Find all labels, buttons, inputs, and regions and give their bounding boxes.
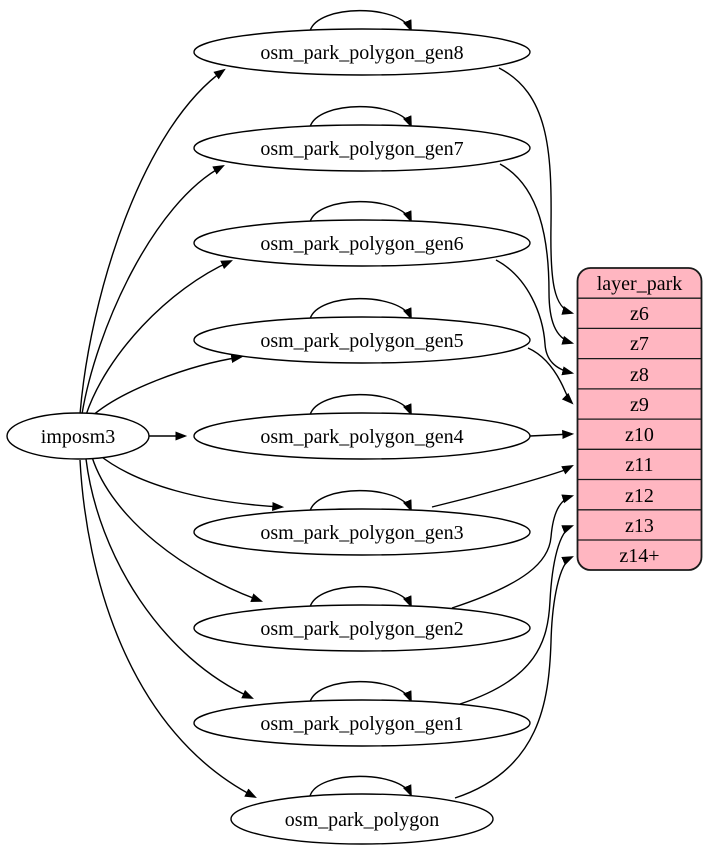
edge-imposm3-to-gen3	[97, 453, 285, 512]
node-gen1-shape	[193, 699, 531, 747]
self-loop-gen5	[309, 297, 412, 320]
self-loop-gen8	[309, 9, 412, 32]
edge-imposm3-to-gen6	[85, 260, 233, 416]
layer-park-table: layer_park z6 z7 z8 z9 z10 z11 z12 z13 z…	[576, 267, 703, 571]
edge-polygon-to-z14	[454, 556, 574, 799]
edge-gen4-to-z10	[529, 429, 575, 440]
edge-gen7-to-z7	[499, 163, 575, 345]
node-osm-park-polygon-gen1: osm_park_polygon_gen1	[193, 699, 531, 747]
table-row-z11: z11	[625, 454, 653, 476]
edge-gen6-to-z8	[495, 259, 575, 376]
node-osm-park-polygon-gen8: osm_park_polygon_gen8	[193, 28, 531, 76]
self-loop-polygon	[309, 775, 412, 797]
node-polygon-label: osm_park_polygon	[285, 809, 439, 831]
edge-imposm3-to-gen5	[90, 353, 244, 418]
node-osm-park-polygon-gen5: osm_park_polygon_gen5	[193, 316, 531, 364]
node-gen4-label: osm_park_polygon_gen4	[260, 426, 463, 448]
node-gen2-label: osm_park_polygon_gen2	[260, 618, 463, 640]
self-loop-gen2	[309, 585, 412, 608]
node-osm-park-polygon-gen2: osm_park_polygon_gen2	[193, 604, 531, 652]
table-row-z14: z14+	[619, 545, 659, 567]
node-gen6-shape	[193, 219, 531, 267]
table-row-z6: z6	[630, 303, 649, 325]
layer-park-header: layer_park	[597, 273, 683, 295]
node-gen3-shape	[193, 508, 531, 556]
table-row-z10: z10	[625, 424, 654, 446]
self-loops	[309, 9, 412, 797]
node-osm-park-polygon-gen4: osm_park_polygon_gen4	[193, 412, 531, 460]
edge-imposm3-to-gen7	[81, 164, 225, 415]
node-imposm3-label: imposm3	[41, 426, 115, 448]
table-row-z8: z8	[630, 364, 649, 386]
table-row-z9: z9	[630, 394, 649, 416]
self-loop-gen7	[309, 105, 412, 128]
self-loop-gen6	[309, 200, 412, 223]
edge-imposm3-to-gen1	[85, 458, 254, 699]
node-gen5-shape	[193, 316, 531, 364]
edge-imposm3-to-gen2	[91, 456, 264, 602]
node-gen7-label: osm_park_polygon_gen7	[260, 138, 463, 160]
node-gen8-shape	[193, 28, 531, 76]
self-loop-gen4	[309, 393, 412, 416]
node-osm-park-polygon-gen6: osm_park_polygon_gen6	[193, 219, 531, 267]
node-imposm3-shape	[6, 412, 150, 460]
node-gen8-label: osm_park_polygon_gen8	[260, 42, 463, 64]
self-loop-gen1	[309, 680, 412, 703]
node-gen6-label: osm_park_polygon_gen6	[260, 233, 463, 255]
edge-gen8-to-z6	[498, 67, 575, 315]
node-gen3-label: osm_park_polygon_gen3	[260, 522, 463, 544]
edge-imposm3-to-polygon	[79, 459, 257, 798]
node-gen7-shape	[193, 124, 531, 172]
node-gen1-label: osm_park_polygon_gen1	[260, 713, 463, 735]
node-imposm3: imposm3	[6, 412, 150, 460]
table-row-z7: z7	[630, 333, 649, 355]
edge-gen2-to-z12	[451, 494, 575, 609]
node-gen2-shape	[193, 604, 531, 652]
edge-gen5-to-z9	[527, 347, 574, 405]
edges-to-layer	[431, 67, 575, 799]
self-loop-gen3	[309, 489, 412, 512]
edge-imposm3-to-gen8	[79, 68, 226, 415]
node-polygon-shape	[230, 793, 494, 845]
node-osm-park-polygon-gen3: osm_park_polygon_gen3	[193, 508, 531, 556]
node-osm-park-polygon-gen7: osm_park_polygon_gen7	[193, 124, 531, 172]
table-row-z12: z12	[625, 485, 654, 507]
edge-gen3-to-z11	[431, 465, 574, 508]
node-gen5-label: osm_park_polygon_gen5	[260, 330, 463, 352]
edge-gen1-to-z13	[459, 525, 575, 705]
edges-from-source	[79, 68, 285, 798]
node-gen4-shape	[193, 412, 531, 460]
table-row-z13: z13	[625, 515, 654, 537]
node-osm-park-polygon: osm_park_polygon	[230, 793, 494, 845]
